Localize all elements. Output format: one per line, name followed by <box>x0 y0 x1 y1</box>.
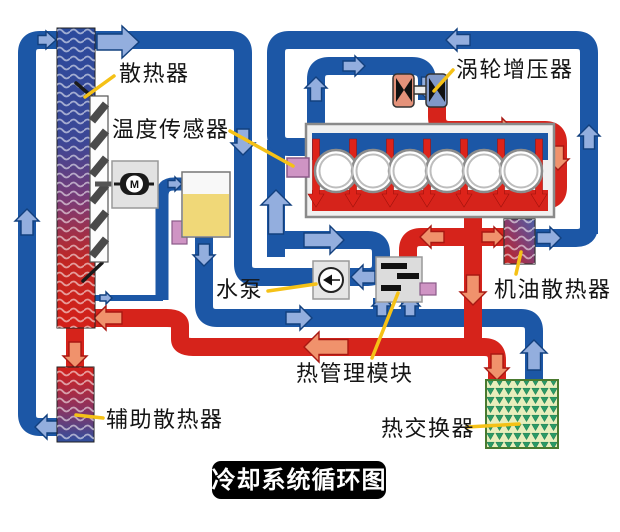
module-actuator <box>419 282 437 296</box>
thermal-module-label: 热管理模块 <box>296 361 414 386</box>
turbocharger-label: 涡轮增压器 <box>456 57 574 82</box>
arrow-into-radiator-hot <box>93 304 123 332</box>
oil-cooler-label: 机油散热器 <box>494 277 612 302</box>
heat-exchanger-label: 热交换器 <box>381 416 475 441</box>
heat-exchanger-leader <box>465 422 521 429</box>
oil-cooler-leader <box>514 250 523 276</box>
thermal-module-leader <box>370 291 400 360</box>
arrow-main-return-big <box>303 330 349 364</box>
arrow-exchanger-out <box>519 339 549 371</box>
arrow-bleed-line <box>99 290 113 306</box>
water-pump-label: 水泵 <box>216 277 263 302</box>
pipe-oil-cooler-out <box>530 220 598 247</box>
arrow-radiator-out-big <box>96 24 141 60</box>
water-pump <box>312 260 350 300</box>
thermal-module <box>375 256 437 303</box>
arrow-oil-cooler-feed <box>481 225 505 249</box>
expansion-tank <box>171 171 231 245</box>
arrow-turbo-feed <box>342 54 366 78</box>
water-pump-leader <box>266 282 318 293</box>
arrow-into-exchanger <box>483 353 511 381</box>
labels: 散热器 温度传感器 涡轮增压器 水泵 热管理模块 机油散热器 热交换器 辅助散热… <box>106 57 612 441</box>
pipe-main-return <box>94 309 478 356</box>
arrow-pump-loop-right <box>303 224 345 256</box>
arrow-right-riser-up <box>576 124 602 150</box>
arrow-into-pump <box>350 263 376 291</box>
label-leaders <box>74 68 523 429</box>
arrow-top-loop-left <box>445 27 471 53</box>
fan <box>74 81 110 283</box>
pipe-top-right-loop <box>267 31 598 234</box>
heat-exchanger <box>485 379 559 449</box>
engine-cylinders <box>313 148 544 194</box>
radiator-leader <box>83 74 116 99</box>
pipe-turbo-feed <box>307 57 436 140</box>
fan-motor: M <box>95 160 159 209</box>
aux-radiator-leader <box>74 413 105 420</box>
diagram-title: 冷却系统循环图 <box>212 461 387 499</box>
arrow-engine-to-turbo <box>303 76 329 102</box>
arrow-engine-feed-big <box>259 189 293 235</box>
arrow-tank-inlet <box>167 175 183 193</box>
pipe-bottom-run <box>195 230 543 382</box>
turbocharger-leader <box>432 68 455 93</box>
arrow-engine-out-down <box>458 274 488 306</box>
temp-sensor <box>286 157 310 178</box>
radiator <box>56 27 96 329</box>
aux-radiator-label: 辅助散热器 <box>106 407 224 432</box>
temp-sensor-leader <box>228 129 295 168</box>
aux-radiator <box>56 366 95 443</box>
arrow-left-riser-up <box>13 208 41 236</box>
diagram-title-text: 冷却系统循环图 <box>212 466 387 494</box>
radiator-label: 散热器 <box>119 61 190 86</box>
arrow-radiator-to-aux <box>61 341 89 369</box>
arrow-oil-cooler-out <box>536 225 562 251</box>
engine-block <box>304 122 556 219</box>
arrow-into-radiator <box>37 29 58 51</box>
arrow-module-feed <box>419 224 445 250</box>
fan-blade-bottom-icon <box>81 261 104 283</box>
arrow-bottom-run <box>285 304 313 332</box>
temp-sensor-label: 温度传感器 <box>112 117 230 142</box>
motor-letter: M <box>130 179 139 191</box>
arrow-tank-outlet <box>191 243 217 267</box>
